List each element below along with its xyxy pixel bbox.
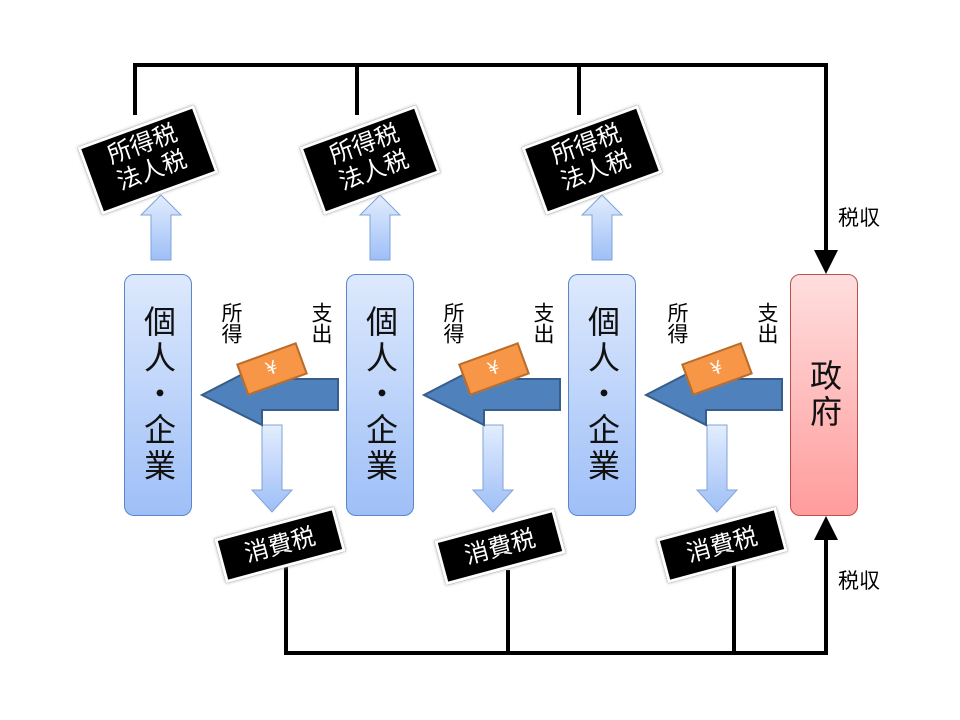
government-box: 政府 — [790, 274, 858, 516]
entity-box: 個人・企業 — [124, 274, 192, 516]
tax-revenue-label: 税収 — [838, 206, 880, 230]
spending-label: 支出 — [531, 302, 555, 344]
arrowhead-down-icon — [814, 250, 838, 274]
tax-revenue-label: 税収 — [838, 569, 880, 593]
down-arrow-icon — [695, 424, 739, 513]
down-arrow-icon — [250, 424, 294, 513]
up-arrow-icon — [139, 194, 183, 261]
tax-line-bottom — [284, 528, 828, 655]
income-label: 所得 — [441, 302, 465, 344]
up-arrows — [139, 194, 624, 261]
arrowhead-up-icon — [814, 516, 838, 540]
tax-line-top — [133, 63, 828, 262]
spending-label: 支出 — [309, 302, 333, 344]
up-arrow-icon — [580, 194, 624, 261]
down-arrows — [250, 424, 739, 513]
spending-label: 支出 — [755, 302, 779, 344]
income-label: 所得 — [665, 302, 689, 344]
entity-box: 個人・企業 — [568, 274, 636, 516]
income-label: 所得 — [219, 302, 243, 344]
entity-box: 個人・企業 — [346, 274, 414, 516]
down-arrow-icon — [471, 424, 515, 513]
up-arrow-icon — [358, 194, 402, 261]
